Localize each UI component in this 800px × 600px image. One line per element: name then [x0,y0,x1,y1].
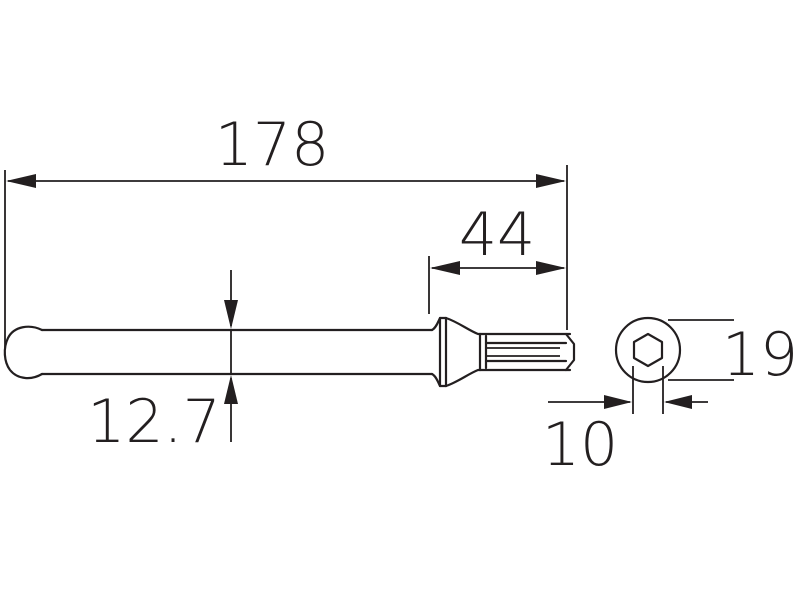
neck-top [444,316,482,336]
arrow-right-178 [536,174,566,188]
arrow-right-10 [604,395,632,409]
dimension-shaft-diameter: 12.7 [87,270,238,457]
arrow-left-44 [430,261,460,275]
label-collar-diameter: 19 [722,320,798,390]
dimension-hex-size: 10 [542,366,708,480]
arrow-right-44 [536,261,566,275]
arrow-left-178 [6,174,36,188]
label-shaft-diameter: 12.7 [87,387,221,457]
tool-side-view [3,316,576,388]
dimension-overall-length: 178 [4,110,568,350]
arrow-up-12-7 [224,375,238,404]
tool-end-view [614,316,682,384]
end-view-circle [614,316,682,384]
hex-shank-tip [564,332,576,372]
neck-bottom [444,368,482,388]
arrow-down-12-7 [224,300,238,329]
tool-bulb-end [3,325,44,380]
dimension-hex-shank-length: 44 [428,200,566,314]
dimension-collar-diameter: 19 [668,319,798,390]
label-overall-length: 178 [215,110,330,180]
label-hex-size: 10 [542,410,618,480]
arrow-left-10 [664,395,692,409]
end-view-hexagon [632,332,664,368]
label-hex-shank-length: 44 [459,200,535,270]
